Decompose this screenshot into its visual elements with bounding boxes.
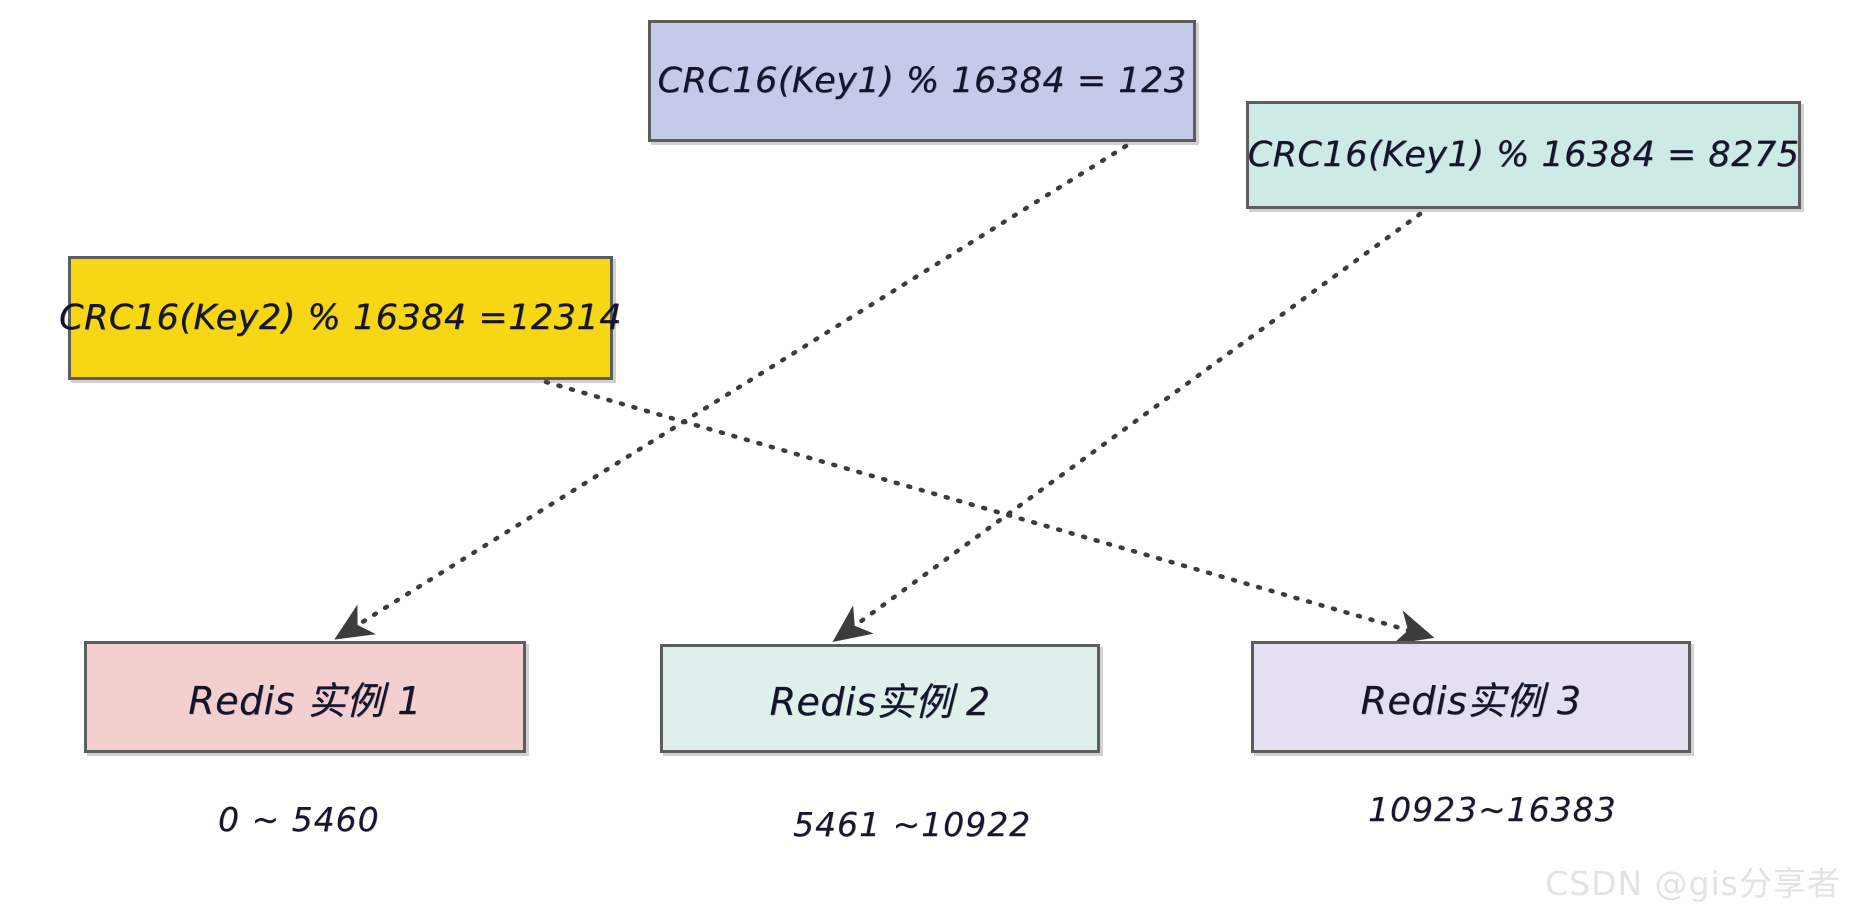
formula-box-key1-a[interactable]: CRC16(Key1) % 16384 = 123 [648,20,1196,142]
instance-box-2[interactable]: Redis实例 2 [660,644,1100,753]
instance-box-3-label: Redis实例 3 [1360,678,1582,723]
instance-box-2-label: Redis实例 2 [769,680,991,724]
formula-box-key1-b[interactable]: CRC16(Key1) % 16384 = 8275 [1246,101,1801,209]
instance-box-1-label: Redis 实例 1 [188,678,422,723]
edge-key1a-to-instance-1 [334,143,1129,640]
formula-box-key1-b-label: CRC16(Key1) % 16384 = 8275 [1247,135,1800,175]
edge-key1b-to-instance-2 [832,211,1423,642]
formula-box-key2-label: CRC16(Key2) % 16384 =12314 [59,298,622,338]
formula-box-key2[interactable]: CRC16(Key2) % 16384 =12314 [59,256,621,380]
edge-key2-to-instance-3 [543,379,1435,645]
instance-1-slot-range: 0 ~ 5460 [218,800,380,839]
instance-2-slot-range: 5461 ~10922 [793,805,1032,844]
watermark: CSDN @gis分享者 [1545,864,1841,903]
formula-box-key1-a-label: CRC16(Key1) % 16384 = 123 [657,61,1187,101]
instance-box-1[interactable]: Redis 实例 1 [84,641,526,753]
instance-box-3[interactable]: Redis实例 3 [1251,641,1691,753]
instance-3-slot-range: 10923~16383 [1368,790,1617,829]
